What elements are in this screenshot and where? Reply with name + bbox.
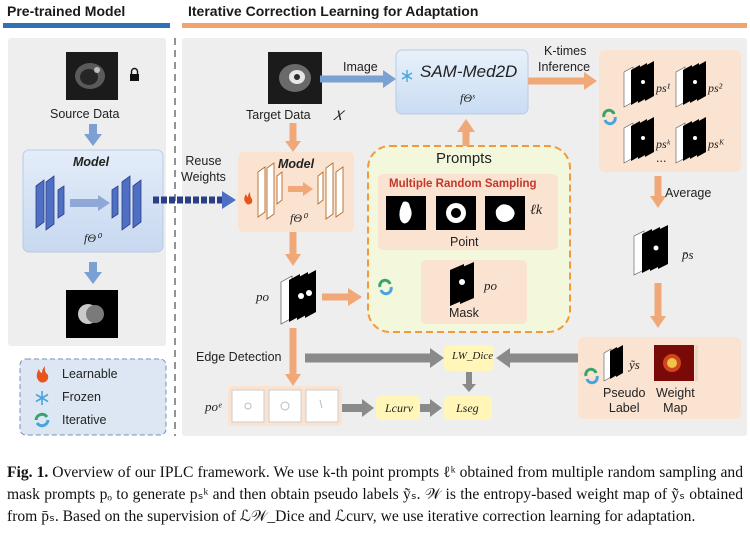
inference-label: Inference: [538, 60, 591, 74]
flame-icon: [36, 366, 49, 383]
weight-map-label: Weight Map: [656, 386, 695, 415]
ps1-label: ps¹: [656, 81, 671, 95]
po-e-label: poᵉ: [205, 399, 222, 414]
target-data-symbol: 𝑋: [333, 108, 343, 123]
mask-prompt-stack: [450, 262, 474, 306]
mask-label: Mask: [449, 306, 479, 320]
legend-frozen: Frozen: [62, 390, 101, 404]
adapting-model-label: Model: [278, 157, 315, 171]
image-label: Image: [343, 60, 378, 74]
framework-diagram: [3, 23, 747, 436]
pretrained-header: Pre-trained Model: [7, 3, 126, 19]
reuse-weights-label: Reuse Weights: [181, 154, 226, 184]
prompts-label: Prompts: [436, 150, 492, 167]
lw-dice-box: [444, 345, 494, 371]
random-sampling-label: Multiple Random Sampling: [389, 178, 537, 190]
ps-bar-label: p̄s: [682, 247, 694, 262]
pseudo-label-stack: [603, 345, 623, 382]
adapting-f-theta: fΘ⁰: [290, 211, 307, 225]
cycle-icon: [602, 108, 617, 126]
weight-map-image: [654, 345, 698, 381]
edge-map-2: [268, 389, 302, 423]
legend-box: [19, 358, 167, 436]
ps-stacks: [623, 61, 706, 164]
ps2-label: ps²: [708, 81, 723, 95]
point-label: Point: [450, 235, 479, 249]
sam-med2d-label: SAM-Med2D: [420, 62, 518, 81]
l-curv-box: [376, 396, 420, 420]
pretrained-model-label: Model: [73, 155, 110, 169]
l-k-label: ℓk: [530, 203, 543, 218]
edge-map-1: [231, 389, 265, 423]
l-seg-label: Lseg: [456, 401, 479, 415]
flame-icon: [244, 192, 253, 205]
mask-po-label: po: [484, 278, 497, 293]
iterative-header: Iterative Correction Learning for Adapta…: [188, 3, 479, 19]
lw-dice-label: LW_Dice: [452, 350, 494, 362]
psk-label: psᵏ: [656, 137, 671, 151]
cycle-icon: [584, 367, 599, 385]
psK-label: psᴷ: [708, 137, 725, 151]
pretrained-f-theta: fΘ⁰: [84, 231, 101, 245]
legend-learnable: Learnable: [62, 367, 118, 381]
snowflake-icon: [401, 70, 413, 82]
adapting-model-network: [257, 162, 344, 220]
sam-f-theta: fΘˢ: [460, 91, 475, 105]
l-curv-label: Lcurv: [385, 401, 413, 415]
legend-label: Frozen: [62, 390, 101, 404]
pretrained-model-network: [35, 175, 142, 231]
averaged-ps-stack: [633, 225, 668, 276]
average-label: Average: [665, 186, 712, 200]
iterative-header-bar: [182, 23, 747, 28]
caption-text: Overview of our IPLC framework. We use k…: [7, 464, 743, 525]
y-s-label: ỹs: [629, 357, 640, 372]
figure-caption: Fig. 1. Overview of our IPLC framework. …: [7, 462, 743, 528]
caption-fig-number: Fig. 1.: [7, 464, 49, 481]
target-data-label: Target Data: [246, 108, 311, 122]
snowflake-icon: [35, 391, 49, 405]
dots-label: ...: [656, 151, 667, 165]
cycle-icon: [34, 412, 50, 428]
legend-label: Iterative: [62, 413, 107, 427]
pretrained-header-bar: [3, 23, 170, 28]
po-mask-stack: [280, 270, 316, 325]
edge-detection-label: Edge Detection: [196, 350, 282, 364]
po-label: po: [256, 289, 269, 304]
cycle-icon: [378, 278, 393, 296]
lock-icon: [130, 67, 139, 81]
k-times-label: K-times: [544, 44, 587, 58]
legend-iterative: Iterative: [62, 413, 106, 427]
legend-label: Learnable: [62, 367, 118, 381]
l-seg-box: [444, 396, 492, 420]
k-inference-results: [599, 50, 741, 172]
source-data-label: Source Data: [50, 107, 120, 121]
pseudo-label-label: Pseudo Label: [603, 386, 646, 415]
